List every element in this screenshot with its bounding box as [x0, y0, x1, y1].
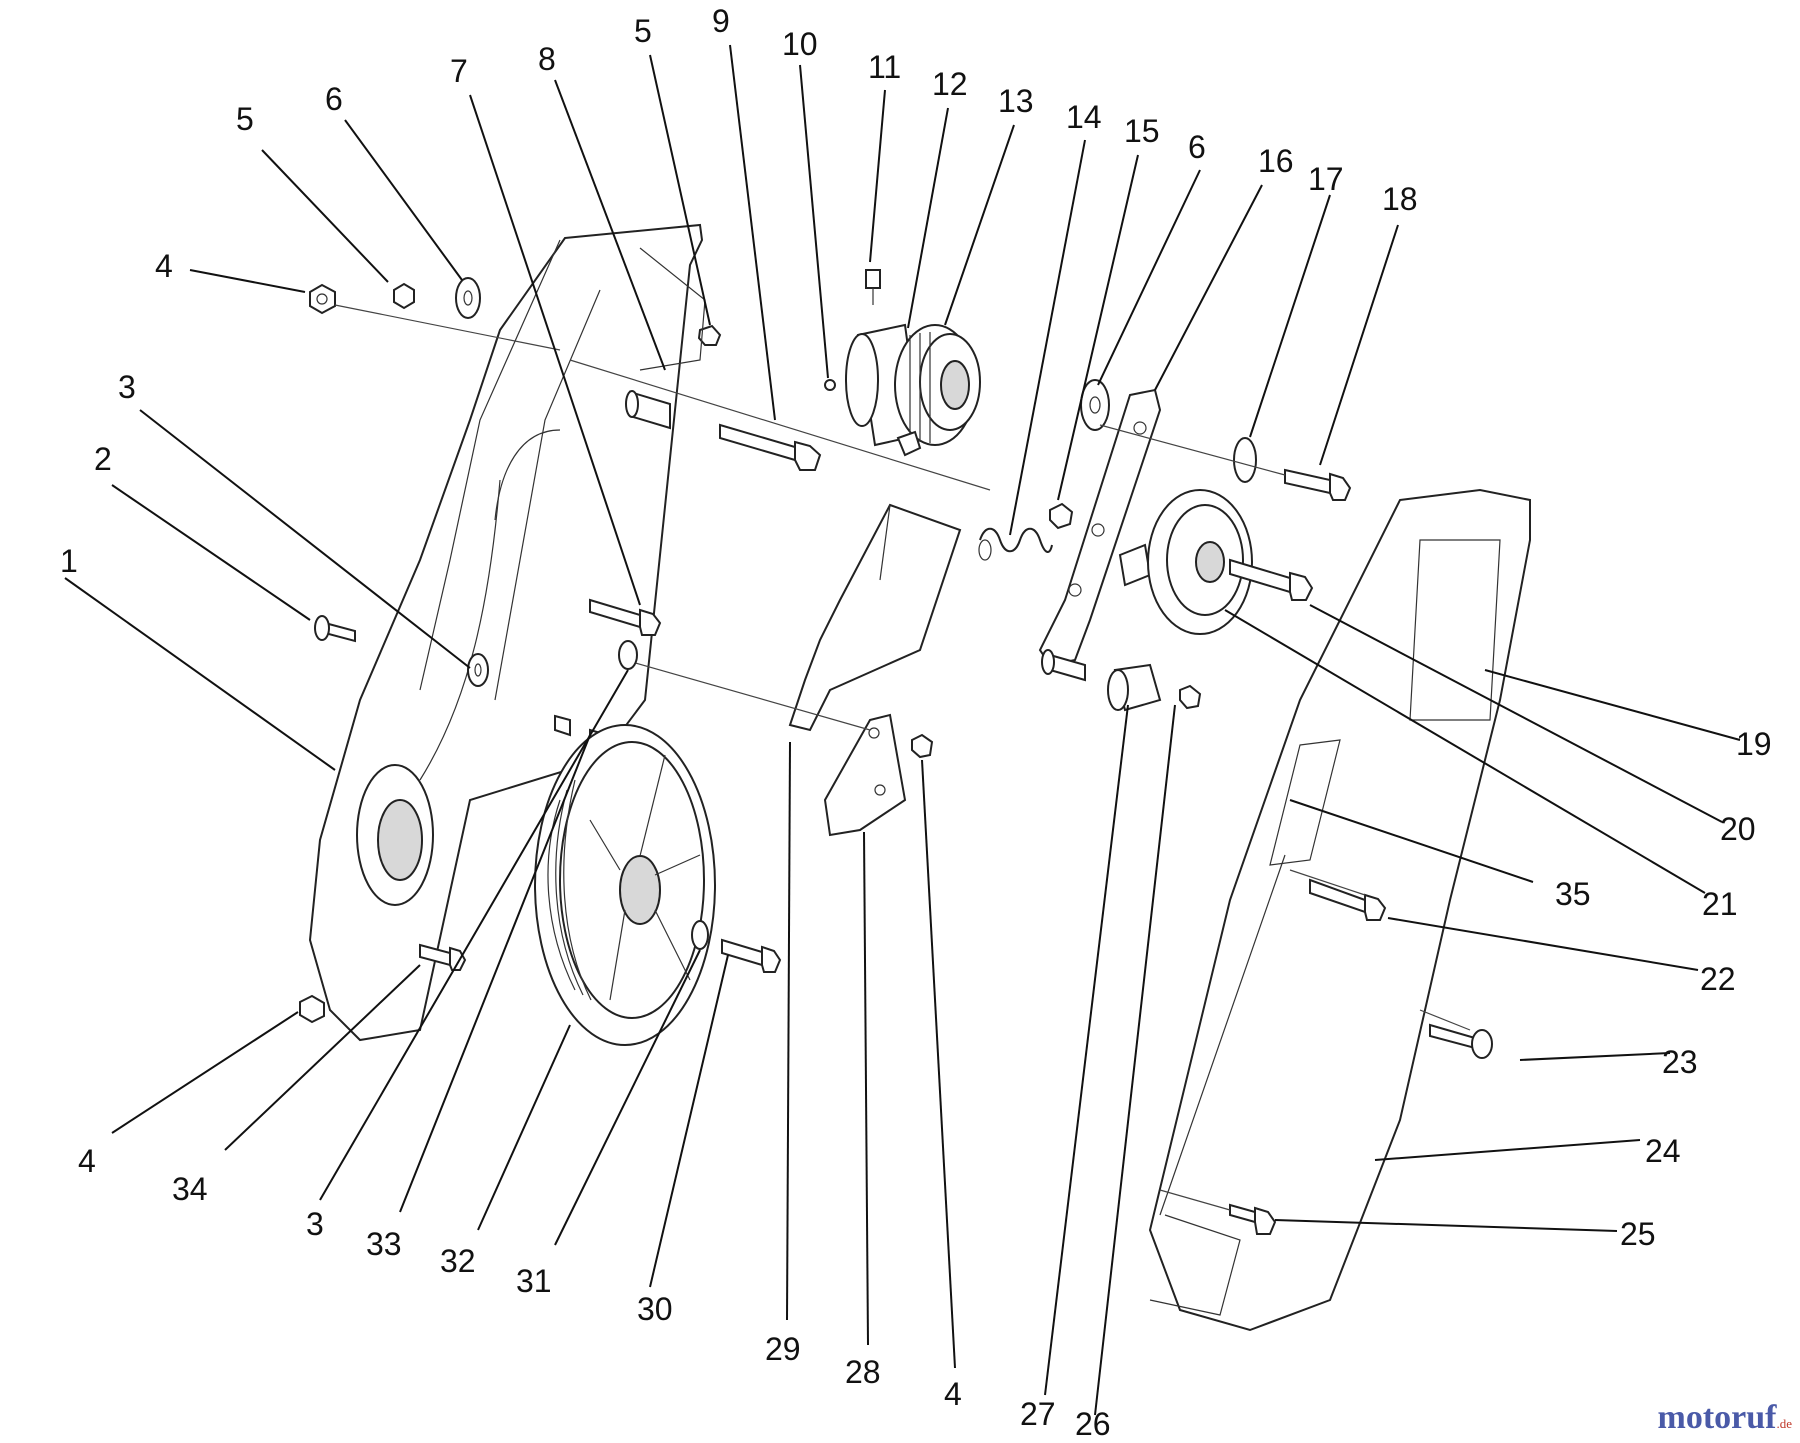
callout-labels: 1 2 3 3 4 4 4 5 5 6 6 7 8 9 10 11 12 13 … — [60, 3, 1772, 1442]
parts-illustration — [299, 223, 1531, 1332]
callout-4-lower-middle: 4 — [944, 1376, 962, 1412]
watermark-brand: motoruf — [1657, 1399, 1777, 1436]
callout-3-upper: 3 — [118, 369, 136, 405]
callout-33: 33 — [366, 1226, 402, 1262]
callout-13: 13 — [998, 83, 1034, 119]
callout-5-left: 5 — [236, 101, 254, 137]
callout-11: 11 — [868, 49, 901, 85]
callout-5-top: 5 — [634, 13, 652, 49]
callout-24: 24 — [1645, 1133, 1681, 1169]
callout-15: 15 — [1124, 113, 1160, 149]
watermark-tld: .de — [1776, 1416, 1792, 1431]
callout-6-left: 6 — [325, 81, 343, 117]
callout-32: 32 — [440, 1243, 476, 1279]
callout-3-lower: 3 — [306, 1206, 324, 1242]
watermark-logo: motoruf.de — [1658, 1399, 1793, 1437]
callout-4-lower-left: 4 — [78, 1143, 96, 1179]
callout-23: 23 — [1662, 1044, 1698, 1080]
callout-30: 30 — [637, 1291, 673, 1327]
callout-10: 10 — [782, 26, 818, 62]
callout-35: 35 — [1555, 876, 1591, 912]
callout-26: 26 — [1075, 1406, 1111, 1442]
callout-21: 21 — [1702, 886, 1738, 922]
callout-16: 16 — [1258, 143, 1294, 179]
leader-lines — [64, 44, 1741, 1416]
callout-18: 18 — [1382, 181, 1418, 217]
right-cover — [1148, 488, 1531, 1332]
callout-8: 8 — [538, 41, 556, 77]
callout-12: 12 — [932, 66, 968, 102]
callout-17: 17 — [1308, 161, 1344, 197]
callout-31: 31 — [516, 1263, 552, 1299]
callout-7: 7 — [450, 53, 468, 89]
callout-27: 27 — [1020, 1396, 1056, 1432]
callout-14: 14 — [1066, 99, 1102, 135]
callout-9: 9 — [712, 3, 730, 39]
callout-4-upper: 4 — [155, 248, 173, 284]
callout-25: 25 — [1620, 1216, 1656, 1252]
callout-20: 20 — [1720, 811, 1756, 847]
callout-19: 19 — [1736, 726, 1772, 762]
callout-6-right: 6 — [1188, 129, 1206, 165]
callout-22: 22 — [1700, 961, 1736, 997]
callout-34: 34 — [172, 1171, 208, 1207]
callout-29: 29 — [765, 1331, 801, 1367]
callout-28: 28 — [845, 1354, 881, 1390]
callout-1: 1 — [60, 543, 78, 579]
callout-2: 2 — [94, 441, 112, 477]
